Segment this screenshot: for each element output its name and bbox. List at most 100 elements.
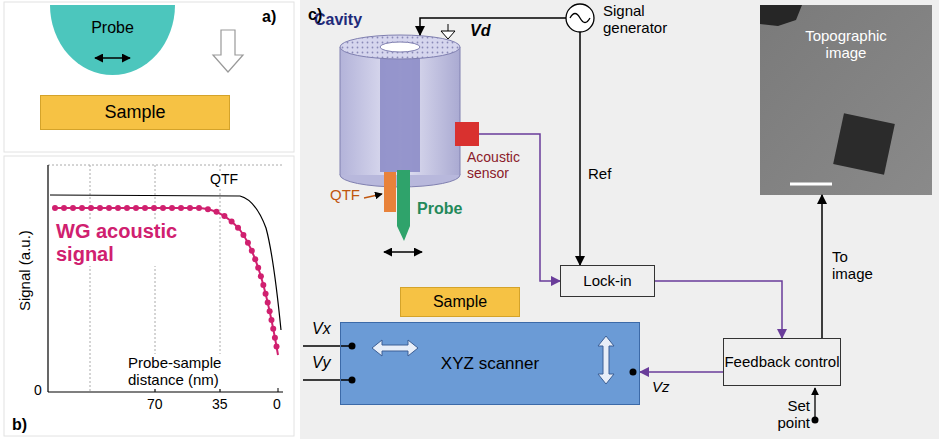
- signal-connector: [655, 281, 782, 338]
- vx-wire: [303, 345, 350, 346]
- data-point: [79, 205, 85, 211]
- signal-connector: [420, 18, 566, 35]
- panel-a-ground: [4, 2, 294, 152]
- signal-name: Set point: [752, 397, 810, 432]
- cavity-wall: [460, 47, 461, 175]
- grid-lines: [48, 165, 283, 392]
- signal-connector: [821, 195, 823, 338]
- data-point: [274, 344, 280, 350]
- data-point: [213, 209, 219, 215]
- data-point: [249, 248, 255, 254]
- probe-shape: [50, 5, 175, 75]
- tick-value: 0: [273, 396, 281, 412]
- cavity-top: [340, 35, 460, 59]
- y-axis: [47, 165, 48, 392]
- node-label: Feedback control: [724, 353, 839, 370]
- connector-label: Vd: [470, 22, 490, 40]
- tick-value: 70: [147, 396, 163, 412]
- node-label: Probe: [91, 19, 134, 37]
- ground-wire: [448, 24, 449, 31]
- node-heading: Acoustic sensor: [467, 149, 547, 181]
- data-point: [97, 205, 103, 211]
- data-point: [142, 205, 148, 211]
- tick-value: 0: [34, 382, 42, 398]
- data-point: [151, 205, 157, 211]
- terminal-dot: [812, 417, 819, 424]
- signal-name: Vx: [312, 320, 331, 338]
- data-point: [160, 205, 166, 211]
- leader-line: [364, 194, 382, 198]
- data-point: [260, 282, 266, 288]
- data-point: [187, 205, 193, 211]
- vy-wire: [303, 379, 350, 380]
- data-point: [229, 218, 235, 224]
- terminal-dot: [630, 369, 637, 376]
- panel-letter: c): [308, 6, 322, 24]
- ground-symbol: [441, 31, 455, 39]
- data-point: [270, 326, 276, 332]
- node-heading: Probe: [417, 200, 462, 218]
- data-point: [178, 205, 184, 211]
- data-point: [255, 265, 261, 271]
- axis-title: Signal (a.u.): [15, 230, 32, 311]
- setpoint-wire: [814, 388, 815, 418]
- data-point: [133, 205, 139, 211]
- image-feature: [760, 5, 802, 26]
- inner-conductor: [380, 47, 420, 172]
- x-axis: [48, 391, 283, 392]
- image-feature: [833, 113, 895, 175]
- data-point: [196, 205, 202, 211]
- quartz-tuning-fork: QTF: [384, 172, 396, 212]
- data-point: [267, 308, 273, 314]
- terminal-dot: [349, 377, 356, 384]
- data-point: [124, 205, 130, 211]
- node-label: Lock-in: [583, 272, 631, 289]
- node-heading: Signal generator: [603, 2, 693, 37]
- data-point: [169, 205, 175, 211]
- data-point: [268, 317, 274, 323]
- data-point: [205, 206, 211, 212]
- curve-label: WG acoustic signal: [56, 220, 188, 266]
- data-point: [61, 205, 67, 211]
- panel-b-ground: [4, 156, 294, 436]
- data-point: [265, 299, 271, 305]
- panel-c-ground: [300, 0, 939, 439]
- data-point: [88, 205, 94, 211]
- axis-title: Probe-sample distance (nm): [128, 354, 250, 389]
- sample-block: Sample: [40, 95, 230, 130]
- node-label: Sample: [433, 293, 487, 311]
- oscillation-arrow: [384, 251, 422, 253]
- node-label: XYZ scanner: [441, 354, 539, 374]
- cavity-wall: [340, 47, 341, 175]
- data-point: [221, 213, 227, 219]
- acoustic-curve: [55, 208, 278, 355]
- lock-in-amplifier: Lock-in: [560, 265, 655, 297]
- feedback-control: Feedback control: [723, 338, 841, 386]
- node-label: Sample: [104, 102, 165, 123]
- data-point: [258, 273, 264, 279]
- axis-ticks: [155, 388, 278, 392]
- data-point: [272, 335, 278, 341]
- cavity-hole: [380, 42, 420, 52]
- topographic-image: Topographic image: [760, 5, 932, 195]
- data-point: [115, 205, 121, 211]
- sine-symbol: [570, 14, 590, 23]
- source-symbol: [566, 4, 594, 32]
- data-point: [263, 291, 269, 297]
- signal-connector: [579, 32, 581, 265]
- probe-tip: Probe: [50, 5, 175, 50]
- qtf-curve: [50, 195, 281, 330]
- connector-label: Vz: [652, 378, 670, 395]
- motion-arrows: [372, 336, 614, 384]
- curve-label: QTF: [210, 171, 238, 187]
- panel-letter: a): [262, 8, 276, 26]
- node-heading: QTF: [330, 186, 360, 203]
- data-point: [240, 232, 246, 238]
- panel-letter: b): [12, 416, 27, 434]
- data-point: [235, 225, 241, 231]
- probe-tip: Probe: [397, 170, 410, 240]
- cavity-body: [340, 47, 460, 175]
- scale-bar: [790, 183, 832, 186]
- tick-value: 35: [212, 396, 228, 412]
